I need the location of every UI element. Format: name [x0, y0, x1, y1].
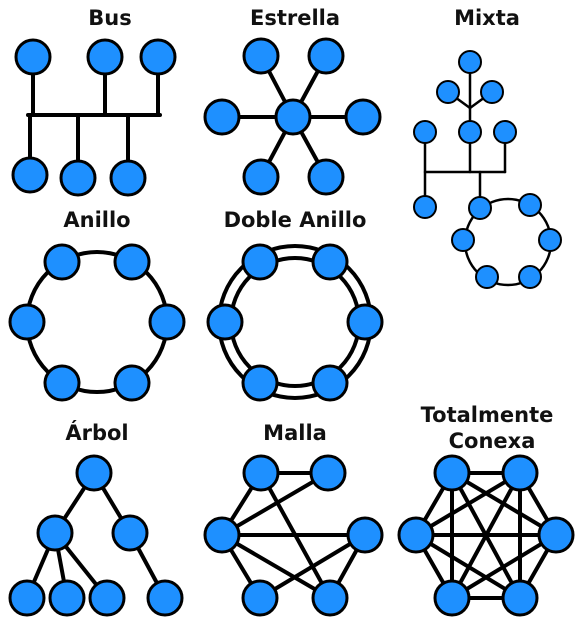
title-estrella: Estrella	[250, 6, 340, 30]
bus-node	[59, 159, 97, 197]
star-node	[242, 158, 280, 196]
ring-node	[113, 364, 151, 402]
topology-doble-anillo	[206, 243, 384, 402]
tree-node	[36, 514, 74, 552]
tree-leaf-node	[8, 579, 46, 617]
title-anillo: Anillo	[63, 208, 130, 232]
topology-arbol	[8, 454, 184, 617]
full-node	[433, 454, 471, 492]
tree-node	[111, 514, 149, 552]
star-node	[203, 98, 241, 136]
ring-node	[148, 303, 186, 341]
title-malla: Malla	[263, 421, 327, 445]
topology-mixta	[413, 50, 562, 289]
double-ring-node	[311, 243, 349, 281]
mixed-node	[468, 196, 492, 220]
full-node	[537, 516, 575, 554]
tree-leaf-node	[146, 579, 184, 617]
full-edge	[450, 533, 558, 600]
mixed-node	[518, 265, 542, 289]
topology-estrella	[203, 37, 382, 196]
tree-leaf-node	[88, 579, 126, 617]
title-arbol: Árbol	[65, 420, 128, 445]
star-hub-node	[274, 98, 312, 136]
full-node	[433, 579, 471, 617]
title-totalmente: Totalmente	[421, 403, 554, 427]
mesh-node	[311, 579, 349, 617]
tree-root-node	[75, 454, 113, 492]
double-ring-node	[346, 303, 384, 341]
bus-node	[11, 156, 49, 194]
double-ring-node	[206, 303, 244, 341]
ring-node	[43, 243, 81, 281]
mesh-node	[309, 454, 347, 492]
double-ring-node	[241, 364, 279, 402]
mixed-node	[458, 50, 482, 74]
mixed-node	[451, 228, 475, 252]
full-edge	[414, 533, 522, 600]
mixed-node	[436, 80, 460, 104]
mesh-edge	[220, 471, 330, 537]
mesh-node	[346, 516, 384, 554]
full-edge	[414, 471, 522, 537]
ring-node	[113, 243, 151, 281]
bus-node	[109, 159, 147, 197]
mesh-edge	[220, 533, 332, 600]
topology-anillo	[8, 243, 186, 402]
star-node	[242, 37, 280, 75]
bus-node	[139, 38, 177, 76]
mixed-node	[538, 228, 562, 252]
star-node	[307, 37, 345, 75]
bus-node	[86, 38, 124, 76]
title-bus: Bus	[88, 6, 131, 30]
full-node	[397, 516, 435, 554]
mixed-node	[493, 120, 517, 144]
bus-node	[14, 38, 52, 76]
full-node	[501, 579, 539, 617]
title-mixta: Mixta	[454, 6, 520, 30]
mixed-node	[458, 120, 482, 144]
ring-node	[43, 364, 81, 402]
mesh-node	[241, 579, 279, 617]
mesh-edge	[258, 533, 367, 600]
star-node	[307, 158, 345, 196]
mixed-node	[480, 80, 504, 104]
mesh-node	[203, 516, 241, 554]
ring-node	[8, 303, 46, 341]
mixed-node	[518, 193, 542, 217]
double-ring-node	[241, 243, 279, 281]
title-doble-anillo: Doble Anillo	[224, 208, 367, 232]
double-ring-node	[311, 364, 349, 402]
mixed-node	[413, 195, 437, 219]
topology-malla	[203, 454, 384, 617]
topology-bus	[11, 38, 177, 197]
topology-totalmente-conexa	[397, 454, 575, 617]
tree-leaf-node	[48, 579, 86, 617]
mixed-node	[413, 120, 437, 144]
star-node	[344, 98, 382, 136]
mesh-node	[242, 454, 280, 492]
title-conexa: Conexa	[449, 429, 536, 453]
mixed-node	[475, 265, 499, 289]
full-node	[501, 454, 539, 492]
